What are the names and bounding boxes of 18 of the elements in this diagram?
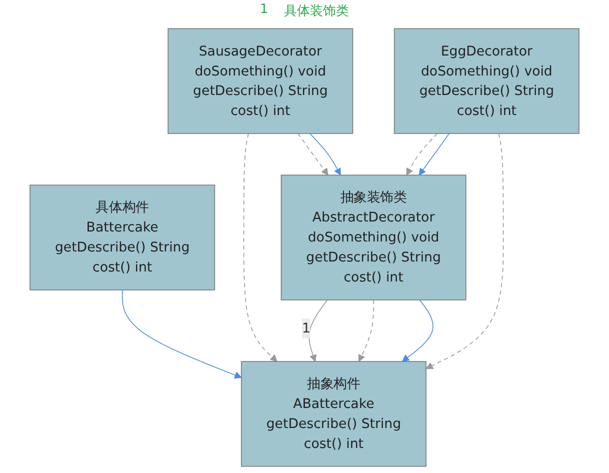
node-box: 具体构件 Battercake getDescribe() String cost() int	[30, 184, 216, 290]
arrow	[426, 133, 504, 370]
arrow	[298, 133, 328, 176]
arrow	[243, 133, 278, 362]
arrow	[402, 300, 434, 362]
node-box: EggDecorator doSomething() void getDescribe() String cost() int	[394, 28, 580, 134]
node-box: SausageDecorator doSomething() void getDescribe() String cost() int	[168, 28, 354, 134]
node-box: 抽象装饰类 AbstractDecorator doSomething() void getDescribe() String cost() int	[280, 174, 466, 300]
arrow	[309, 133, 341, 176]
note-label: 1	[260, 2, 268, 19]
edge-label: 1	[302, 320, 310, 336]
arrow	[358, 300, 374, 362]
arrow	[122, 290, 242, 379]
arrow	[406, 133, 438, 176]
note-label: 具体装饰类	[284, 3, 350, 20]
arrow	[418, 133, 450, 176]
arrow	[308, 300, 328, 362]
node-box: 抽象构件 ABattercake getDescribe() String cost() int	[240, 361, 426, 467]
